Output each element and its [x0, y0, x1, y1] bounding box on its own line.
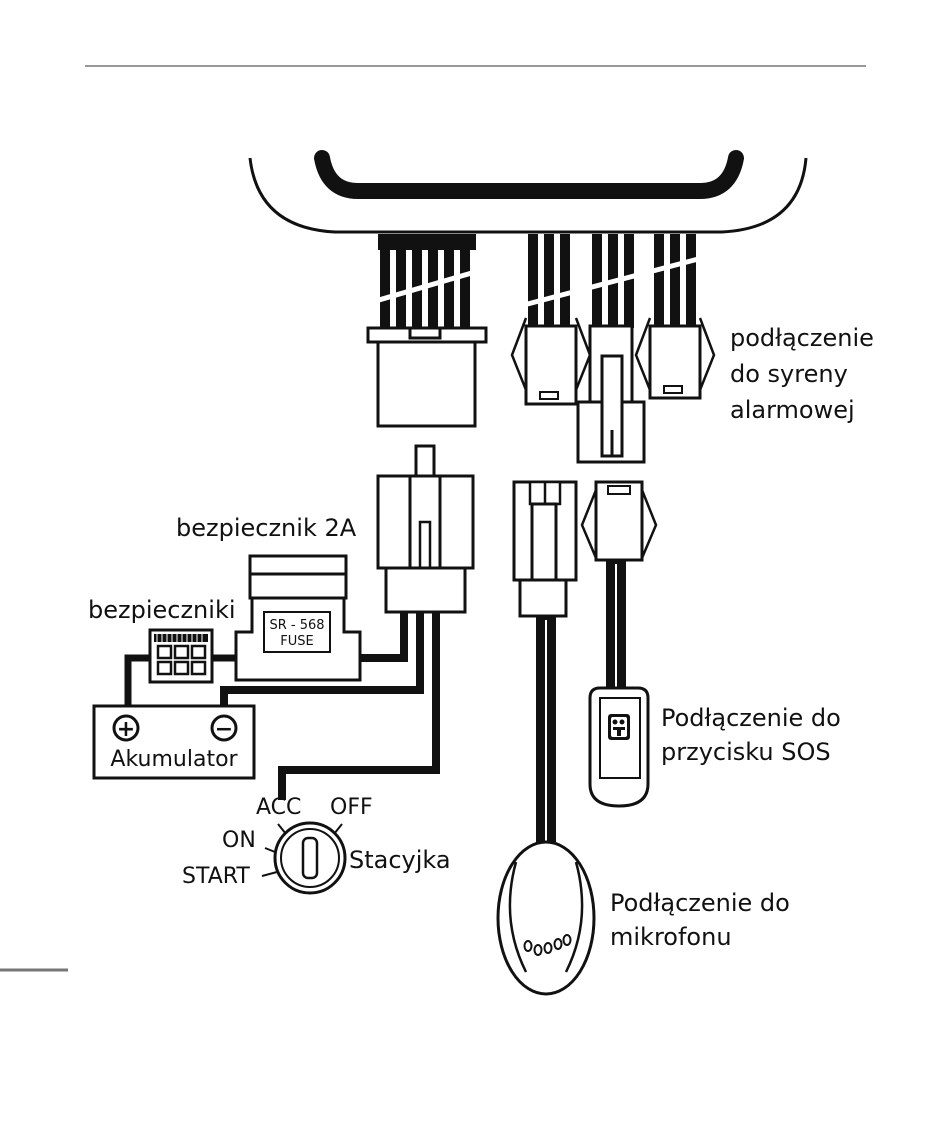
sos-cable	[606, 560, 626, 690]
siren-label-line2: do syreny	[730, 360, 848, 388]
sos-button-icon	[590, 688, 648, 806]
mic-label-line2: mikrofonu	[610, 923, 732, 951]
main-harness-left	[372, 234, 482, 330]
siren-connector-left	[512, 318, 590, 404]
sos-connector	[582, 482, 656, 560]
battery-icon: + − Akumulator	[94, 706, 254, 778]
siren-harness	[520, 234, 702, 328]
mic-cable	[536, 616, 556, 846]
fuse-2a-label: bezpiecznik 2A	[176, 514, 357, 542]
sos-label-line2: przycisku SOS	[661, 738, 831, 766]
fuse-text-line1: SR - 568	[269, 618, 324, 633]
ignition-off-label: OFF	[330, 795, 373, 820]
ignition-start-label: START	[182, 864, 250, 889]
sos-label: Podłączenie do przycisku SOS	[661, 704, 841, 766]
fuse-2a-holder: SR - 568 FUSE	[236, 556, 360, 680]
battery-plus: +	[117, 717, 135, 742]
main-unit	[250, 158, 806, 232]
fuse-box-icon	[150, 630, 212, 682]
ignition-switch-icon	[262, 823, 345, 893]
power-connector	[378, 446, 473, 612]
ignition-label: Stacyjka	[349, 846, 451, 874]
siren-label-line3: alarmowej	[730, 396, 855, 424]
siren-connector-right	[636, 318, 714, 398]
main-connector	[368, 328, 486, 426]
fuse-text-line2: FUSE	[280, 634, 313, 649]
mic-connector	[514, 482, 576, 616]
siren-label: podłączenie do syreny alarmowej	[730, 324, 874, 424]
fuses-label: bezpieczniki	[88, 596, 236, 624]
battery-label: Akumulator	[110, 747, 238, 772]
mic-label: Podłączenie do mikrofonu	[610, 889, 790, 951]
microphone-icon	[498, 842, 594, 994]
ignition-on-label: ON	[222, 828, 256, 853]
battery-minus: −	[215, 717, 233, 742]
ignition-acc-label: ACC	[256, 795, 301, 820]
siren-label-line1: podłączenie	[730, 324, 874, 352]
mic-label-line1: Podłączenie do	[610, 889, 790, 917]
sos-label-line1: Podłączenie do	[661, 704, 841, 732]
